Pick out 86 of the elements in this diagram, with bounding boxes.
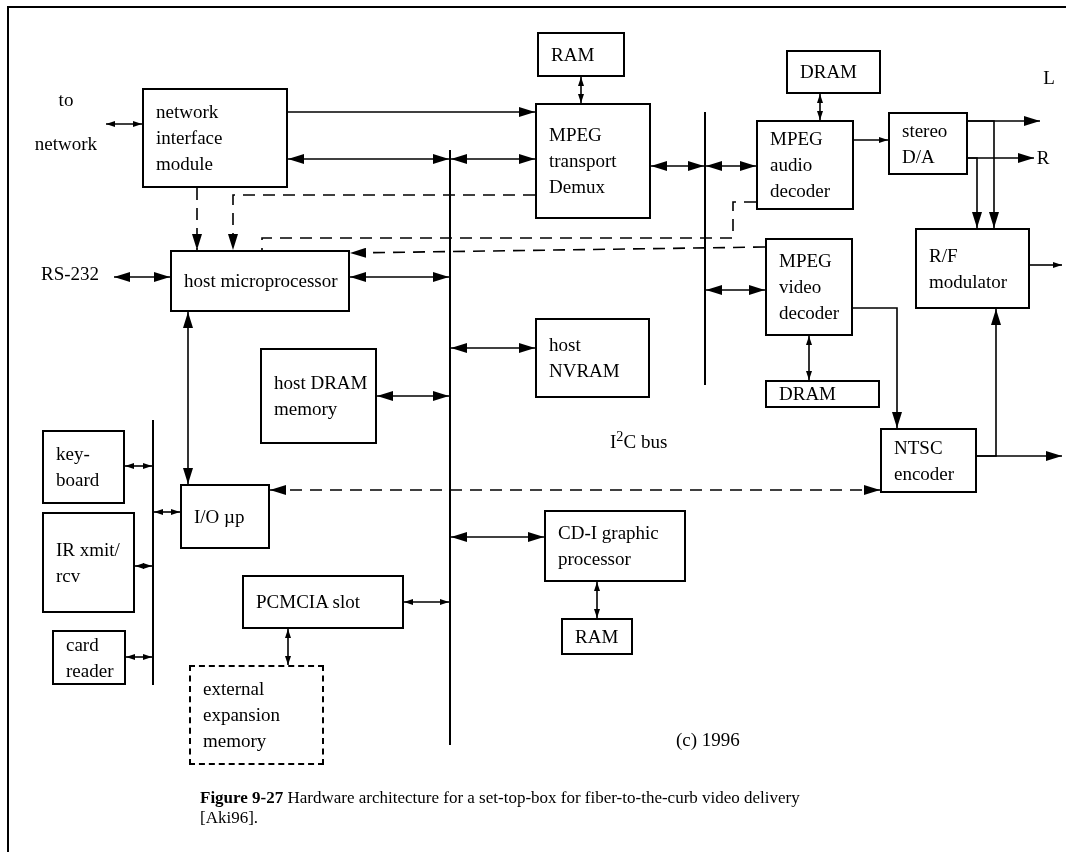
arrow: [1029, 262, 1063, 268]
double-arrow: [349, 272, 450, 282]
block-label: RAM: [575, 624, 620, 649]
component-block: [142, 88, 288, 188]
block-label: DRAM: [779, 382, 837, 406]
double-arrow: [705, 285, 766, 295]
block-label: MPEG video decoder: [779, 249, 841, 325]
block-label: IR xmit/ rcv: [56, 537, 121, 588]
component-block: [242, 575, 404, 629]
arrow: [967, 120, 999, 229]
double-arrow: [285, 628, 291, 666]
component-block: [880, 428, 977, 493]
block-label: RAM: [551, 42, 596, 67]
double-arrow: [450, 532, 545, 542]
block-label: PCMCIA slot: [256, 590, 361, 614]
arrow: [853, 137, 889, 143]
component-block: [765, 238, 853, 336]
block-label: network interface module: [156, 100, 224, 176]
block-label: stereo D/A: [902, 118, 949, 169]
component-block: [544, 510, 686, 582]
diagram-label: (c) 1996: [676, 728, 740, 752]
component-block: [52, 630, 126, 685]
port-label: to: [58, 88, 74, 112]
block-label: CD-I graphic processor: [558, 521, 660, 571]
double-arrow: [650, 161, 705, 171]
block-label: R/F modulator: [929, 243, 1009, 294]
component-block: [756, 120, 854, 210]
block-label: I/O µp: [194, 504, 246, 529]
arrow: [852, 307, 902, 429]
block-label: card reader: [66, 632, 115, 683]
component-block: [537, 32, 625, 77]
component-block: [260, 348, 377, 444]
diagram-label: I$^{2}$C bus: [610, 430, 668, 454]
component-block: [786, 50, 881, 94]
component-block: [888, 112, 968, 175]
component-block: [180, 484, 270, 549]
bus-line: [704, 112, 706, 385]
double-arrow: [376, 391, 450, 401]
double-arrow: [153, 509, 181, 515]
component-block: [42, 430, 125, 504]
dashed-arrow: [349, 246, 766, 258]
double-arrow: [183, 311, 193, 485]
double-arrow: [578, 76, 584, 104]
double-arrow: [403, 599, 450, 605]
dashed-arrow: [228, 194, 536, 251]
block-label: DRAM: [800, 60, 858, 84]
block-label: external expansion memory: [203, 677, 282, 753]
block-label: MPEG audio decoder: [770, 127, 832, 203]
component-block: [189, 665, 324, 765]
arrow: [287, 107, 536, 117]
bus-line: [152, 420, 154, 685]
component-block: [535, 103, 651, 219]
component-block: [915, 228, 1030, 309]
port-label: R: [1036, 146, 1050, 170]
port-label: network: [34, 132, 98, 156]
double-arrow: [450, 154, 536, 164]
double-arrow: [113, 272, 171, 282]
double-arrow: [124, 463, 153, 469]
port-label: RS-232: [40, 262, 100, 286]
component-block: [765, 380, 880, 408]
double-arrow: [287, 154, 450, 164]
double-arrow: [594, 581, 600, 619]
port-label: L: [1043, 66, 1055, 90]
block-label: host microprocessor: [184, 269, 339, 293]
block-label: host DRAM memory: [274, 371, 369, 421]
dashed-arrow: [269, 485, 881, 495]
double-arrow: [105, 121, 143, 127]
component-block: [170, 250, 350, 312]
component-block: [561, 618, 633, 655]
double-arrow: [806, 335, 812, 381]
double-arrow: [450, 343, 536, 353]
block-label: NTSC encoder: [894, 435, 956, 486]
block-label: key- board: [56, 442, 101, 492]
double-arrow: [125, 654, 153, 660]
block-label: MPEG transport Demux: [549, 123, 618, 199]
component-block: [535, 318, 650, 398]
arrow: [976, 451, 1063, 461]
double-arrow: [705, 161, 757, 171]
double-arrow: [817, 93, 823, 121]
block-label: host NVRAM: [549, 333, 621, 383]
component-block: [42, 512, 135, 613]
dashed-arrow: [192, 187, 202, 251]
double-arrow: [134, 563, 153, 569]
figure-caption: Figure 9-27 Hardware architecture for a set-top-box for fiber-to-the-curb video delivery [Aki96].: [200, 788, 801, 828]
bus-line: [449, 150, 451, 745]
arrow: [967, 157, 982, 229]
